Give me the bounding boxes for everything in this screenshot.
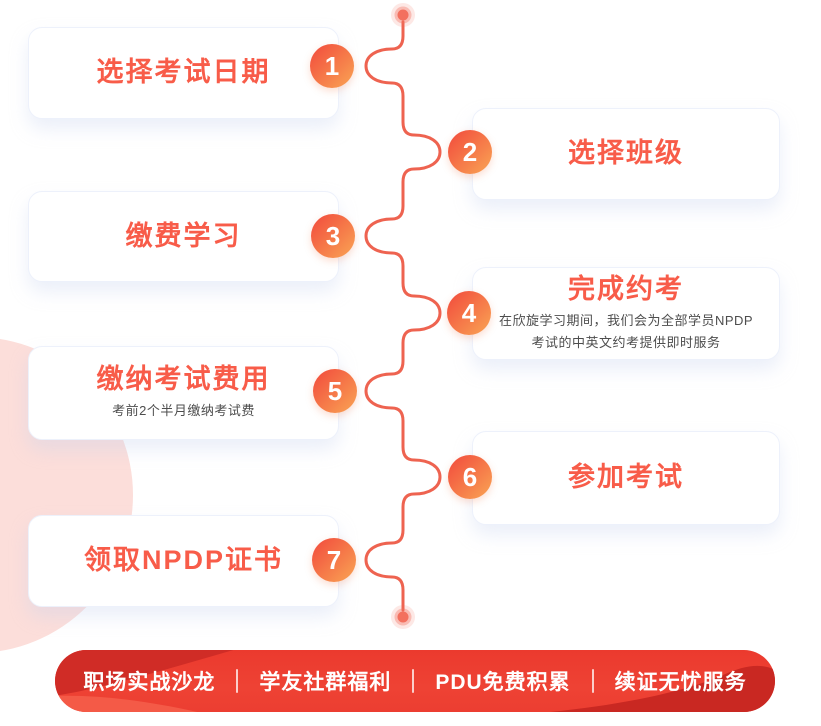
step-3-title: 缴费学习 xyxy=(125,220,242,251)
benefit-item-4: 续证无忧服务 xyxy=(614,671,747,694)
timeline-wave-path xyxy=(364,20,442,612)
separator-bar xyxy=(236,669,239,693)
step-card-4: 完成约考 在欣旋学习期间，我们会为全部学员NPDP 考试的中英文约考提供即时服务 xyxy=(472,267,780,360)
step-4-description-line2: 考试的中英文约考提供即时服务 xyxy=(531,334,721,350)
step-4-number-badge: 4 xyxy=(447,291,491,335)
step-1-number-badge: 1 xyxy=(310,44,354,88)
step-card-2: 选择班级 xyxy=(472,108,780,200)
step-3-number-badge: 3 xyxy=(311,214,355,258)
separator-bar xyxy=(412,669,415,693)
step-2-title: 选择班级 xyxy=(568,138,684,169)
timeline-start-dot xyxy=(391,3,415,27)
step-card-5: 缴纳考试费用 考前2个半月缴纳考试费 xyxy=(28,346,339,440)
step-2-number-badge: 2 xyxy=(448,130,492,174)
benefit-item-3: PDU免费积累 xyxy=(435,671,571,694)
step-6-title: 参加考试 xyxy=(568,462,684,493)
step-card-3: 缴费学习 xyxy=(28,191,339,282)
step-5-description: 考前2个半月缴纳考试费 xyxy=(112,403,255,419)
step-5-number-badge: 5 xyxy=(313,369,357,413)
benefits-list: 职场实战沙龙 学友社群福利 PDU免费积累 续证无忧服务 xyxy=(55,650,775,712)
step-4-description-line1: 在欣旋学习期间，我们会为全部学员NPDP xyxy=(498,313,754,329)
benefits-bar-decoration xyxy=(55,650,775,712)
benefit-item-1: 职场实战沙龙 xyxy=(83,671,216,694)
step-7-title: 领取NPDP证书 xyxy=(83,545,283,576)
timeline-end-dot xyxy=(391,605,415,629)
benefits-bar: 职场实战沙龙 学友社群福利 PDU免费积累 续证无忧服务 xyxy=(55,650,775,712)
benefit-item-2: 学友社群福利 xyxy=(259,671,392,694)
step-7-number-badge: 7 xyxy=(312,538,356,582)
step-6-number-badge: 6 xyxy=(448,455,492,499)
step-card-7: 领取NPDP证书 xyxy=(28,515,339,607)
step-card-1: 选择考试日期 xyxy=(28,27,339,119)
step-card-6: 参加考试 xyxy=(472,431,780,525)
step-1-title: 选择考试日期 xyxy=(96,57,271,88)
step-5-title: 缴纳考试费用 xyxy=(96,364,271,395)
step-4-description: 在欣旋学习期间，我们会为全部学员NPDP 考试的中英文约考提供即时服务 xyxy=(499,310,753,353)
separator-bar xyxy=(591,669,594,693)
step-4-title: 完成约考 xyxy=(568,274,684,305)
